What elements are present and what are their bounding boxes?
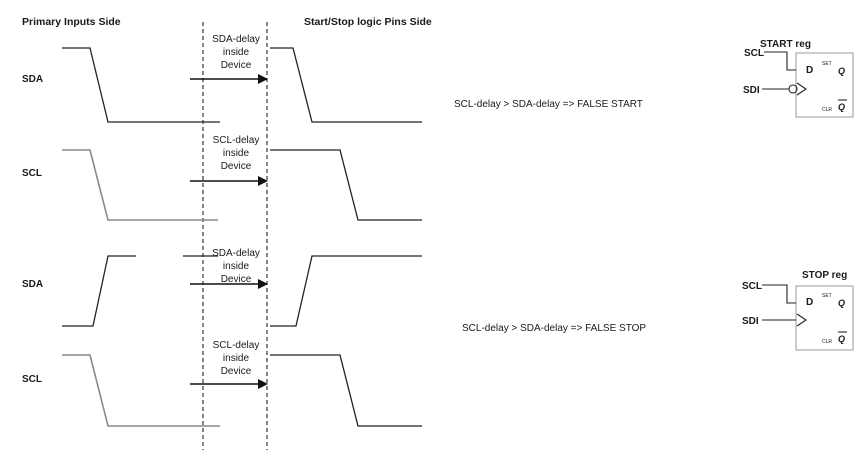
stop-reg-sdi-label: SDI <box>742 316 759 327</box>
start-reg-pin-d: D <box>806 65 813 76</box>
start-reg-pin-set: SET <box>822 61 832 67</box>
stop-reg-pin-qbar: Q <box>838 334 845 344</box>
delay-label-line: Device <box>221 161 252 172</box>
delay-label-line: inside <box>223 148 250 159</box>
scl-1-delay-label: SCL-delay inside Device <box>213 135 260 172</box>
stop-reg-pin-clr: CLR <box>822 339 832 345</box>
delay-label-line: Device <box>221 366 252 377</box>
sda-1-input-waveform <box>62 47 220 123</box>
start-reg-flipflop-box <box>795 52 854 118</box>
delay-label-line: Device <box>221 274 252 285</box>
false-stop-note: SCL-delay > SDA-delay => FALSE STOP <box>462 323 646 334</box>
delay-label-line: SDA-delay <box>212 248 260 259</box>
stop-reg-pin-set: SET <box>822 293 832 299</box>
signal-label-scl-2: SCL <box>22 374 42 385</box>
start-register: START reg SCL SDI D SET Q CLR Q <box>743 39 854 118</box>
scl-2-output-waveform <box>270 354 422 427</box>
start-reg-pin-clr: CLR <box>822 107 832 113</box>
sda-2-delay-label: SDA-delay inside Device <box>212 248 260 285</box>
stop-reg-title: STOP reg <box>802 270 847 281</box>
start-stop-pins-side-header: Start/Stop logic Pins Side <box>304 16 432 28</box>
delay-label-line: SCL-delay <box>213 340 260 351</box>
stop-reg-scl-label: SCL <box>742 281 762 292</box>
start-reg-pin-q: Q <box>838 66 845 76</box>
signal-label-sda-1: SDA <box>22 74 43 85</box>
sda-1-delay-label: SDA-delay inside Device <box>212 34 260 71</box>
start-reg-scl-label: SCL <box>744 48 764 59</box>
sda-2-output-waveform <box>270 255 422 327</box>
start-reg-inversion-bubble <box>788 84 798 94</box>
start-reg-scl-wire <box>764 51 796 71</box>
primary-inputs-side-header: Primary Inputs Side <box>22 16 121 28</box>
signal-label-scl-1: SCL <box>22 168 42 179</box>
stop-reg-clock-triangle <box>796 313 807 327</box>
scl-1-input-waveform <box>62 149 218 221</box>
start-reg-title: START reg <box>760 39 811 50</box>
start-reg-pin-qbar: Q <box>838 102 845 112</box>
delay-label-line: SDA-delay <box>212 34 260 45</box>
stop-reg-pin-d: D <box>806 297 813 308</box>
stop-reg-pin-q: Q <box>838 298 845 308</box>
delay-label-line: inside <box>223 353 250 364</box>
delay-label-line: inside <box>223 47 250 58</box>
stop-reg-flipflop-box <box>795 285 854 351</box>
stop-reg-scl-wire <box>762 284 796 304</box>
start-reg-clock-triangle <box>796 82 807 96</box>
delay-label-line: SCL-delay <box>213 135 260 146</box>
stop-register: STOP reg SCL SDI D SET Q CLR Q <box>742 270 854 351</box>
scl-2-delay-label: SCL-delay inside Device <box>213 340 260 377</box>
delay-label-line: Device <box>221 60 252 71</box>
scl-1-output-waveform <box>270 149 422 221</box>
scl-2-input-waveform <box>62 354 220 427</box>
false-start-note: SCL-delay > SDA-delay => FALSE START <box>454 99 643 110</box>
start-reg-sdi-label: SDI <box>743 85 760 96</box>
signal-label-sda-2: SDA <box>22 279 43 290</box>
sda-2-input-waveform <box>62 255 136 327</box>
sda-1-output-waveform <box>270 47 422 123</box>
delay-label-line: inside <box>223 261 250 272</box>
